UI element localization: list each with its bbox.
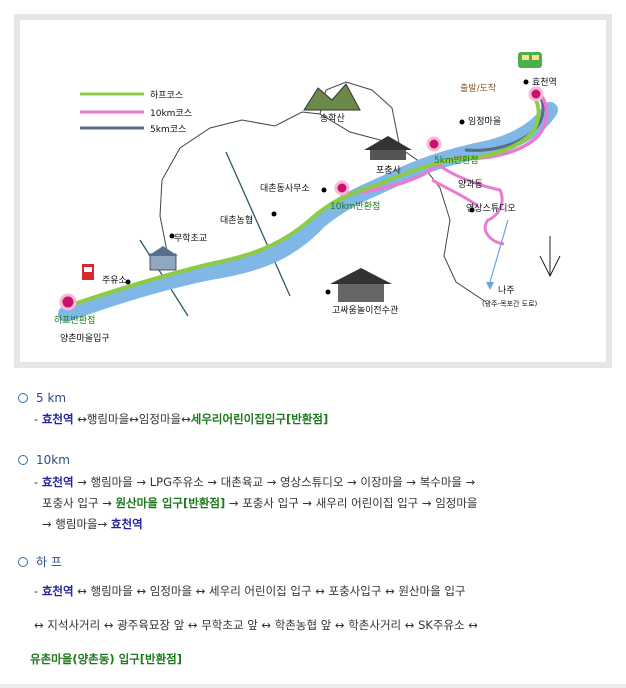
naju-road [489, 219, 509, 283]
route-text: → 포충사 입구 → 새우리 어린이집 입구 → 임정마을 [225, 496, 478, 510]
label-songhaksan: 송학산 [320, 114, 345, 124]
temple-icon [364, 136, 412, 160]
label-naju: 나주 [498, 286, 515, 296]
label-start-finish: 출발/도착 [460, 84, 497, 94]
station-name: 효천역 [41, 412, 74, 426]
station-name: 효천역 [41, 584, 74, 598]
goma-dot [325, 289, 331, 295]
gas-station-icon [82, 264, 94, 280]
section-10km-heading: 10km [18, 453, 70, 467]
bottom-divider [0, 684, 626, 688]
route-10km-branch2 [431, 178, 479, 208]
label-imjeong: 임정마을 [468, 117, 502, 127]
route-half [67, 94, 541, 308]
hyocheon-dot [523, 79, 529, 85]
legend-10km-label: 10km코스 [150, 109, 192, 119]
circle-bullet-icon [18, 393, 28, 403]
label-studio: 영상스튜디오 [466, 204, 516, 214]
course-map: 하프코스 10km코스 5km코스 출발/도착 효천역 송학산 임정마을 포충사… [20, 20, 606, 362]
label-yanggwa: 양과동 [458, 180, 483, 190]
label-hyocheon: 효천역 [532, 78, 557, 88]
district-boundary [159, 111, 487, 303]
route-text: → 행림마을→ [42, 517, 111, 531]
route-text: → 행림마을 → LPG주유소 → 대촌육교 → 영상스튜디오 → 이장마을 →… [73, 475, 476, 489]
label-turn5: 5km반환점 [434, 156, 479, 166]
turn-10km-marker [334, 180, 350, 196]
mountain-icon [303, 83, 361, 111]
studio-dot [469, 207, 475, 213]
section-half-heading: 하 프 [18, 553, 62, 570]
route-10km-line2: 포충사 입구 → 원산마을 입구[반환점] → 포충사 입구 → 새우리 어린이… [42, 495, 478, 511]
train-icon [518, 52, 542, 68]
section-5km-heading: 5 km [18, 391, 66, 405]
route-half-line2: ↔ 지석사거리 ↔ 광주육묘장 앞 ↔ 무학초교 앞 ↔ 학촌농협 앞 ↔ 학촌… [34, 617, 478, 633]
station-hyocheon-marker [528, 86, 544, 102]
turn-5km-marker [426, 136, 442, 152]
route-text: 포충사 입구 → [42, 496, 116, 510]
route-text: ↔ 지석사거리 ↔ 광주육묘장 앞 ↔ 무학초교 앞 ↔ 학촌농협 앞 ↔ 학촌… [34, 618, 478, 632]
hall-icon [330, 268, 392, 302]
label-goma: 고싸움놀이전수관 [332, 306, 399, 316]
station-name: 효천역 [110, 517, 143, 531]
station-name: 효천역 [41, 475, 74, 489]
imjeong-dot [459, 119, 465, 125]
road-line-1 [225, 151, 291, 297]
muhak-dot [169, 233, 175, 239]
label-yangchon: 양촌마을입구 [60, 334, 110, 344]
label-muhak: 무학초교 [174, 234, 208, 244]
label-half-turn: 하프반환점 [54, 316, 96, 326]
gas-dot [125, 279, 131, 285]
circle-bullet-icon [18, 557, 28, 567]
legend-half-label: 하프코스 [150, 91, 184, 101]
naju-arrow-icon [486, 282, 494, 290]
legend-5km-label: 5km코스 [150, 125, 187, 135]
turnaround-point: 원산마을 입구[반환점] [115, 496, 226, 510]
route-10km-line3: → 행림마을→ 효천역 [42, 516, 143, 532]
route-text: ↔ 행림마을 ↔ 임정마을 ↔ 세우리 어린이집 입구 ↔ 포충사입구 ↔ 원산… [73, 584, 466, 598]
route-text: - [34, 475, 42, 489]
turnaround-point: 세우리어린이집입구[반환점] [190, 412, 329, 426]
route-text: - [34, 412, 42, 426]
turn-half-marker [59, 293, 77, 311]
route-10km-line1: - 효천역 → 행림마을 → LPG주유소 → 대촌육교 → 영상스튜디오 → … [34, 474, 475, 490]
circle-bullet-icon [18, 455, 28, 465]
route-half-line1: - 효천역 ↔ 행림마을 ↔ 임정마을 ↔ 세우리 어린이집 입구 ↔ 포충사입… [34, 583, 466, 599]
route-half-line3: 유촌마을(양촌동) 입구[반환점] [30, 651, 182, 667]
route-10km-branch [439, 164, 505, 246]
map-drawing [58, 52, 561, 322]
label-pochungsa: 포충사 [376, 166, 401, 176]
label-daechon-nonghyup: 대촌농협 [220, 216, 254, 226]
label-turn10: 10km반환점 [330, 202, 381, 212]
route-text: ↔행림마을↔임정마을↔ [73, 412, 191, 426]
route-5km-line1: - 효천역 ↔행림마을↔임정마을↔세우리어린이집입구[반환점] [34, 411, 328, 427]
route-text: - [34, 584, 42, 598]
label-gas: 주유소 [102, 276, 127, 286]
school-icon [148, 246, 178, 271]
label-naju-sub: (광주-목포간 도로) [482, 300, 538, 308]
nonghyup-dot [271, 211, 277, 217]
turnaround-point: 유촌마을(양촌동) 입구[반환점] [30, 652, 182, 666]
daechon-office-dot [321, 187, 327, 193]
course-map-frame: 하프코스 10km코스 5km코스 출발/도착 효천역 송학산 임정마을 포충사… [14, 14, 612, 368]
label-daechon-office: 대촌동사무소 [260, 184, 310, 194]
